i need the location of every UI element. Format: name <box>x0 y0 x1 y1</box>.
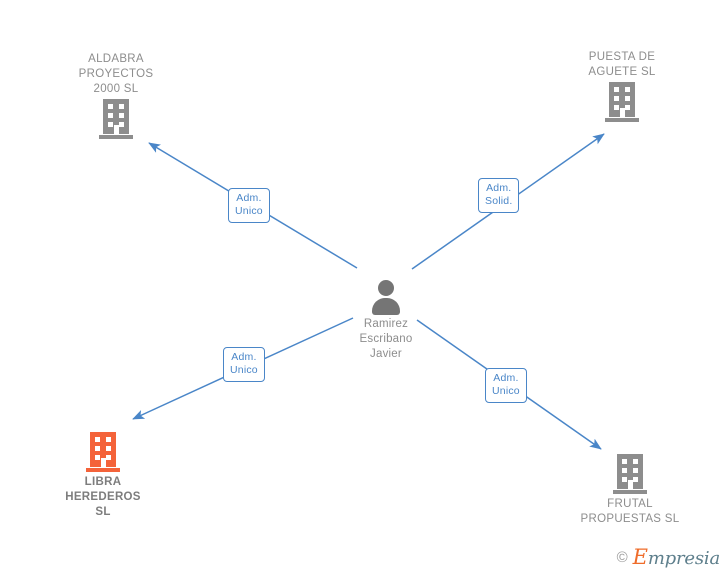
node-label-frutal: FRUTAL PROPUESTAS SL <box>580 498 680 525</box>
empresia-logo: Empresia <box>632 545 721 569</box>
node-label-aldabra: ALDABRA PROYECTOS 2000 SL <box>78 53 154 95</box>
empresia-logo-text: mpresia <box>647 548 720 569</box>
edge-label-frutal[interactable]: Adm. Unico <box>485 368 527 403</box>
edge-label-puesta[interactable]: Adm. Solid. <box>478 178 520 213</box>
building-icon <box>613 454 647 494</box>
node-puesta-de-aguete-sl[interactable]: PUESTA DE AGUETE SL <box>537 50 707 122</box>
building-icon <box>605 82 639 122</box>
node-aldabra-proyectos-2000-sl[interactable]: ALDABRA PROYECTOS 2000 SL <box>31 52 201 139</box>
edge-label-libra[interactable]: Adm. Unico <box>223 347 265 382</box>
building-icon <box>86 432 120 472</box>
person-avatar-icon-wrap <box>301 273 471 315</box>
building-icon-wrap-frutal <box>545 452 715 494</box>
node-person-ramirez-escribano-javier[interactable]: Ramirez Escribano Javier <box>301 273 471 362</box>
node-label-person: Ramirez Escribano Javier <box>359 318 413 360</box>
building-icon-wrap-puesta <box>537 80 707 122</box>
copyright-icon: © <box>616 548 628 566</box>
empresia-logo-initial: E <box>632 545 648 569</box>
empresia-watermark: © Empresia <box>616 545 721 569</box>
node-libra-herederos-sl[interactable]: LIBRA HEREDEROS SL <box>18 430 188 520</box>
node-frutal-propuestas-sl[interactable]: FRUTAL PROPUESTAS SL <box>545 452 715 527</box>
node-label-puesta: PUESTA DE AGUETE SL <box>588 51 656 78</box>
building-icon-wrap-libra <box>18 430 188 472</box>
building-icon <box>99 99 133 139</box>
person-avatar-icon <box>369 279 403 315</box>
node-label-libra: LIBRA HEREDEROS SL <box>65 476 141 518</box>
building-icon-wrap-aldabra <box>31 97 201 139</box>
edge-label-aldabra[interactable]: Adm. Unico <box>228 188 270 223</box>
